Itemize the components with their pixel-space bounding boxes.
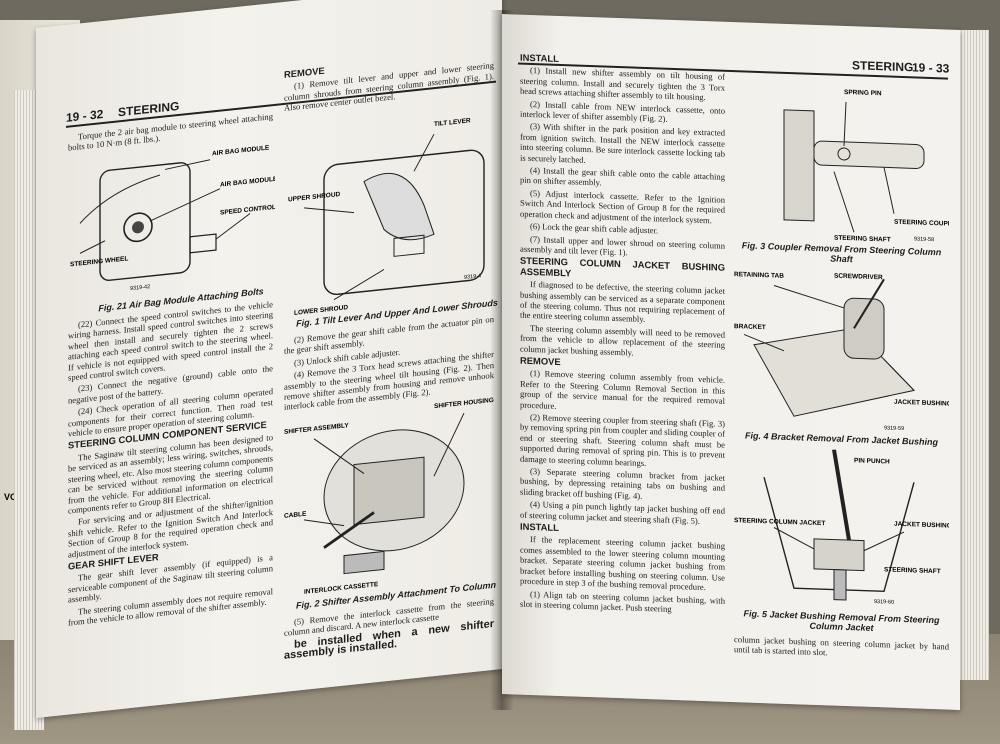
fig3-label-pin: SPRING PIN xyxy=(844,89,882,97)
fig2-illustration: SHIFTER ASSEMBLY SHIFTER HOUSING ATTACHI… xyxy=(284,390,494,596)
install-step-3: (3) With shifter in the park position an… xyxy=(520,121,725,165)
fig1-label-tilt: TILT LEVER xyxy=(434,117,471,128)
fig21-label-wheel: STEERING WHEEL xyxy=(70,255,128,268)
install2-p2: (1) Align tab on steering column jacket … xyxy=(520,588,725,614)
fig4-label-bushing: JACKET BUSHING xyxy=(894,399,949,408)
right-column-1: INSTALL (1) Install new shifter assembly… xyxy=(520,52,725,618)
fig1-label-upper: UPPER SHROUD xyxy=(288,191,341,204)
tail-text: column jacket bushing on steering column… xyxy=(734,634,949,658)
fig3-code: 9319-58 xyxy=(914,236,934,243)
fig3-illustration: SPRING PIN STEERING COUPLER STEERING SHA… xyxy=(783,89,949,244)
fig4-label-screwdriver: SCREWDRIVER xyxy=(834,273,883,282)
fig21-label-bolt: AIR BAG MODULE BOLT xyxy=(220,174,275,189)
right-remove-step-1: (1) Remove steering column assembly from… xyxy=(520,368,725,411)
install-step-1: (1) Install new shifter assembly on tilt… xyxy=(520,65,725,103)
fig21-code: 9319-42 xyxy=(130,284,150,292)
bushing-p1: If diagnosed to be defective, the steeri… xyxy=(520,279,725,325)
right-remove-step-2: (2) Remove steering coupler from steerin… xyxy=(520,411,725,468)
right-remove-step-3: (3) Separate steering column bracket fro… xyxy=(520,466,725,501)
fig21-label-module: AIR BAG MODULE xyxy=(212,144,270,157)
fig4-code: 9319-59 xyxy=(884,425,904,432)
install-step-5: (5) Adjust interlock cassette. Refer to … xyxy=(520,187,725,226)
right-page-title: STEERING xyxy=(852,58,914,75)
left-page: 19 - 32 STEERING Torque the 2 air bag mo… xyxy=(36,0,502,719)
fig4-illustration: RETAINING TAB SCREWDRIVER BRACKET JACKET… xyxy=(734,271,949,432)
fig5-code: 9319-60 xyxy=(874,599,894,606)
right-page-number: 19 - 33 xyxy=(912,60,950,76)
fig2-label-shifter: SHIFTER ASSEMBLY xyxy=(284,422,349,436)
fig5-label-jacket: STEERING COLUMN JACKET xyxy=(734,517,825,527)
fig5-label-bushing: JACKET BUSHING xyxy=(894,521,949,530)
right-column-2-tail: column jacket bushing on steering column… xyxy=(734,634,949,664)
fig4-label-tab: RETAINING TAB xyxy=(734,271,784,280)
fig21-label-connector: SPEED CONTROL SWITCH CONNECTOR xyxy=(220,196,275,216)
left-column-2-top: REMOVE (1) Remove tilt lever and upper a… xyxy=(284,48,494,116)
fig5-label-shaft: STEERING SHAFT xyxy=(884,566,941,575)
fig3-label-shaft: STEERING SHAFT xyxy=(834,235,891,244)
install2-p1: If the replacement steering column jacke… xyxy=(520,534,725,593)
right-page: STEERING 19 - 33 INSTALL (1) Install new… xyxy=(502,14,960,710)
fig3-label-coupler: STEERING COUPLER xyxy=(894,219,949,228)
fig1-illustration: TILT LEVER UPPER SHROUD LOWER SHROUD 931… xyxy=(288,117,485,317)
fig5-illustration: PIN PUNCH STEERING COLUMN JACKET JACKET … xyxy=(734,449,949,606)
fig5-label-punch: PIN PUNCH xyxy=(854,457,890,465)
right-page-stack xyxy=(955,30,989,680)
fig1-code: 9319-4 xyxy=(464,273,481,281)
left-column-1-body: (22) Connect the speed control switches … xyxy=(68,299,273,630)
fig21-illustration: AIR BAG MODULE AIR BAG MODULE BOLT SPEED… xyxy=(70,144,275,292)
fig2-label-cable: CABLE xyxy=(284,511,307,520)
fig4-label-bracket: BRACKET xyxy=(734,323,766,331)
edge-text: VO xyxy=(4,492,18,502)
